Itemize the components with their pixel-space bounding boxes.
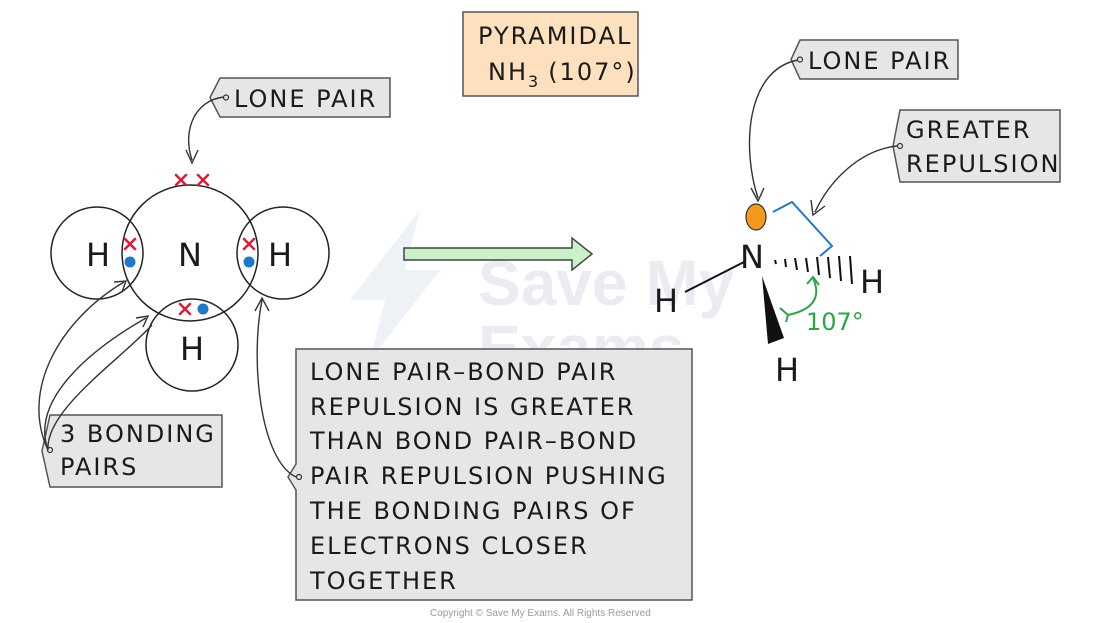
lone-pair-pointer-right bbox=[748, 59, 799, 199]
arrowhead-icon bbox=[113, 280, 128, 293]
repulsion-bracket bbox=[772, 200, 834, 257]
atom-n-left: N bbox=[178, 236, 202, 274]
angle-label: 107° bbox=[806, 308, 864, 336]
explanation-pointer bbox=[256, 299, 297, 478]
title-box-bg bbox=[462, 11, 639, 97]
bond-wedge bbox=[762, 276, 784, 344]
orbit-n bbox=[121, 184, 259, 322]
bond-dot-left bbox=[124, 256, 136, 268]
explanation-line-3: THAN BOND PAIR–BOND bbox=[309, 427, 638, 455]
bonding-label-line2: PAIRS bbox=[60, 453, 138, 481]
orbit-h-left bbox=[50, 206, 144, 300]
atom-h-bottom-right: H bbox=[775, 351, 799, 389]
atom-h-bottom-left: H bbox=[180, 330, 204, 368]
explanation-line-2: REPULSION IS GREATER bbox=[310, 393, 635, 421]
lone-pair-label-right: LONE PAIR bbox=[808, 47, 951, 75]
lone-pair-callout-right: LONE PAIR bbox=[748, 39, 959, 203]
title-formula-main: NH bbox=[488, 58, 528, 86]
title-angle: (107°) bbox=[548, 58, 637, 86]
repulsion-label-line1: GREATER bbox=[906, 116, 1032, 144]
bonding-tag bbox=[41, 414, 223, 488]
atom-h-right-right: H bbox=[860, 263, 884, 301]
explanation-line-6: ELECTRONS CLOSER bbox=[310, 532, 589, 560]
explanation-line-7: TOGETHER bbox=[309, 567, 458, 595]
lone-pair-tag-right bbox=[790, 39, 959, 80]
pointer-to-left-bond bbox=[38, 281, 125, 451]
n-electrons-crosses bbox=[123, 173, 256, 316]
lone-pair-cross-2 bbox=[196, 173, 210, 187]
lone-pair-orbital bbox=[745, 203, 767, 231]
repulsion-label-line2: REPULSION bbox=[906, 150, 1060, 178]
lone-pair-cross-1 bbox=[174, 173, 188, 187]
bond-plain bbox=[684, 261, 745, 293]
arrowhead-icon bbox=[750, 187, 765, 203]
green-arrow-icon bbox=[403, 236, 594, 272]
explanation-callout: LONE PAIR–BOND PAIR REPULSION IS GREATER… bbox=[254, 296, 693, 601]
title-line1: PYRAMIDAL bbox=[478, 22, 632, 50]
bonding-pointers bbox=[38, 280, 153, 451]
arrowhead-icon bbox=[135, 315, 150, 328]
explanation-line-1: LONE PAIR–BOND PAIR bbox=[310, 358, 617, 386]
pointer-to-bottom-bond bbox=[44, 317, 147, 451]
lone-pair-tag-left bbox=[209, 77, 391, 118]
title-box: PYRAMIDAL NH3 (107°) bbox=[462, 11, 639, 97]
bonding-pairs-callout: 3 BONDING PAIRS bbox=[38, 280, 223, 488]
transition-arrow bbox=[403, 236, 594, 272]
bonding-label-line1: 3 BONDING bbox=[60, 420, 216, 448]
atom-n-right: N bbox=[740, 238, 764, 276]
bond-cross-bottom bbox=[178, 302, 192, 316]
arrowhead-icon bbox=[779, 307, 790, 323]
greater-repulsion-callout: GREATER REPULSION bbox=[810, 109, 1061, 217]
title-formula: NH3 (107°) bbox=[488, 58, 637, 91]
arrowhead-icon bbox=[806, 275, 820, 286]
repulsion-tag bbox=[892, 109, 1061, 183]
title-formula-sub: 3 bbox=[528, 72, 540, 91]
tag-hole-icon bbox=[896, 142, 904, 150]
repulsion-pointer bbox=[814, 145, 898, 213]
h-electrons-dots bbox=[124, 256, 255, 315]
atom-h-left-right: H bbox=[654, 282, 678, 320]
arrowhead-icon bbox=[254, 296, 270, 312]
arrowhead-icon bbox=[810, 199, 826, 217]
atom-h-left-left: H bbox=[86, 236, 110, 274]
pointer-to-bottom-bond-2 bbox=[47, 324, 153, 451]
explanation-line-5: THE BONDING PAIRS OF bbox=[309, 497, 637, 525]
watermark-logo-icon bbox=[350, 210, 440, 360]
arrowhead-icon bbox=[185, 149, 199, 165]
explanation-line-4: PAIR REPULSION PUSHING bbox=[310, 462, 668, 490]
bond-cross-left bbox=[123, 237, 137, 251]
bond-dot-bottom bbox=[197, 303, 209, 315]
lone-pair-label-left: LONE PAIR bbox=[234, 85, 377, 113]
lone-pair-callout-left: LONE PAIR bbox=[185, 77, 391, 165]
structure-3d: N H H H 107° bbox=[654, 200, 884, 389]
orbit-h-right bbox=[236, 206, 330, 300]
bond-hashed bbox=[774, 255, 853, 285]
tag-hole-icon bbox=[295, 473, 303, 481]
angle-arc bbox=[787, 277, 818, 316]
copyright-notice: Copyright © Save My Exams. All Rights Re… bbox=[430, 608, 651, 619]
dot-cross-diagram bbox=[50, 184, 330, 392]
bond-cross-right bbox=[242, 237, 256, 251]
atom-h-right-left: H bbox=[268, 236, 292, 274]
orbit-h-bottom bbox=[145, 298, 239, 392]
explanation-box bbox=[287, 348, 693, 601]
lone-pair-pointer-left bbox=[188, 96, 225, 161]
bond-dot-right bbox=[243, 256, 255, 268]
